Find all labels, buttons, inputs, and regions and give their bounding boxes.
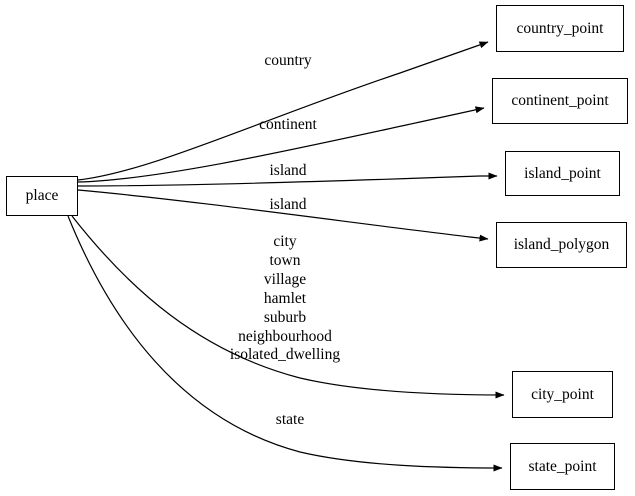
edge-label-line: village xyxy=(263,270,307,288)
edge-label-edge-continent: continent xyxy=(259,117,317,133)
node-label: island_point xyxy=(524,164,601,182)
node-label: island_polygon xyxy=(513,236,610,254)
node-city_point[interactable]: city_point xyxy=(512,371,613,418)
node-label: country_point xyxy=(516,19,604,37)
edge-label-line: island xyxy=(269,162,307,179)
edge-label-edge-country: country xyxy=(264,53,311,69)
node-island_polygon[interactable]: island_polygon xyxy=(496,222,627,268)
edge-label-line: continent xyxy=(259,116,317,133)
edge-label-edge-island-point: island xyxy=(269,163,306,179)
node-country_point[interactable]: country_point xyxy=(496,5,624,52)
edge-label-line: isolated_dwelling xyxy=(229,346,341,364)
node-place[interactable]: place xyxy=(6,176,78,216)
edge-state-point[interactable] xyxy=(67,215,503,472)
node-state_point[interactable]: state_point xyxy=(510,443,615,490)
node-label: city_point xyxy=(531,385,594,403)
edge-label-line: island xyxy=(269,196,307,213)
edge-island-point[interactable] xyxy=(77,172,498,187)
edge-label-line: state xyxy=(275,411,305,428)
node-label: state_point xyxy=(528,457,597,475)
edge-island-polygon[interactable] xyxy=(77,189,489,242)
edge-continent[interactable] xyxy=(77,106,485,183)
edge-label-line: town xyxy=(269,251,301,269)
edge-path-group xyxy=(67,41,505,472)
node-label: place xyxy=(25,187,59,205)
edge-city-point[interactable] xyxy=(71,215,505,399)
edge-label-line: suburb xyxy=(263,308,307,326)
edge-label-edge-state-point: state xyxy=(276,412,304,428)
edge-label-line: neighbourhood xyxy=(238,327,332,345)
edge-label-edge-island-polygon: island xyxy=(269,197,306,213)
node-island_point[interactable]: island_point xyxy=(505,151,620,196)
edge-label-line: city xyxy=(273,233,297,250)
node-continent_point[interactable]: continent_point xyxy=(492,78,628,124)
node-label: continent_point xyxy=(511,92,609,110)
edge-label-line: hamlet xyxy=(263,289,307,307)
edge-country[interactable] xyxy=(77,41,489,181)
edge-label-line: country xyxy=(264,52,312,69)
